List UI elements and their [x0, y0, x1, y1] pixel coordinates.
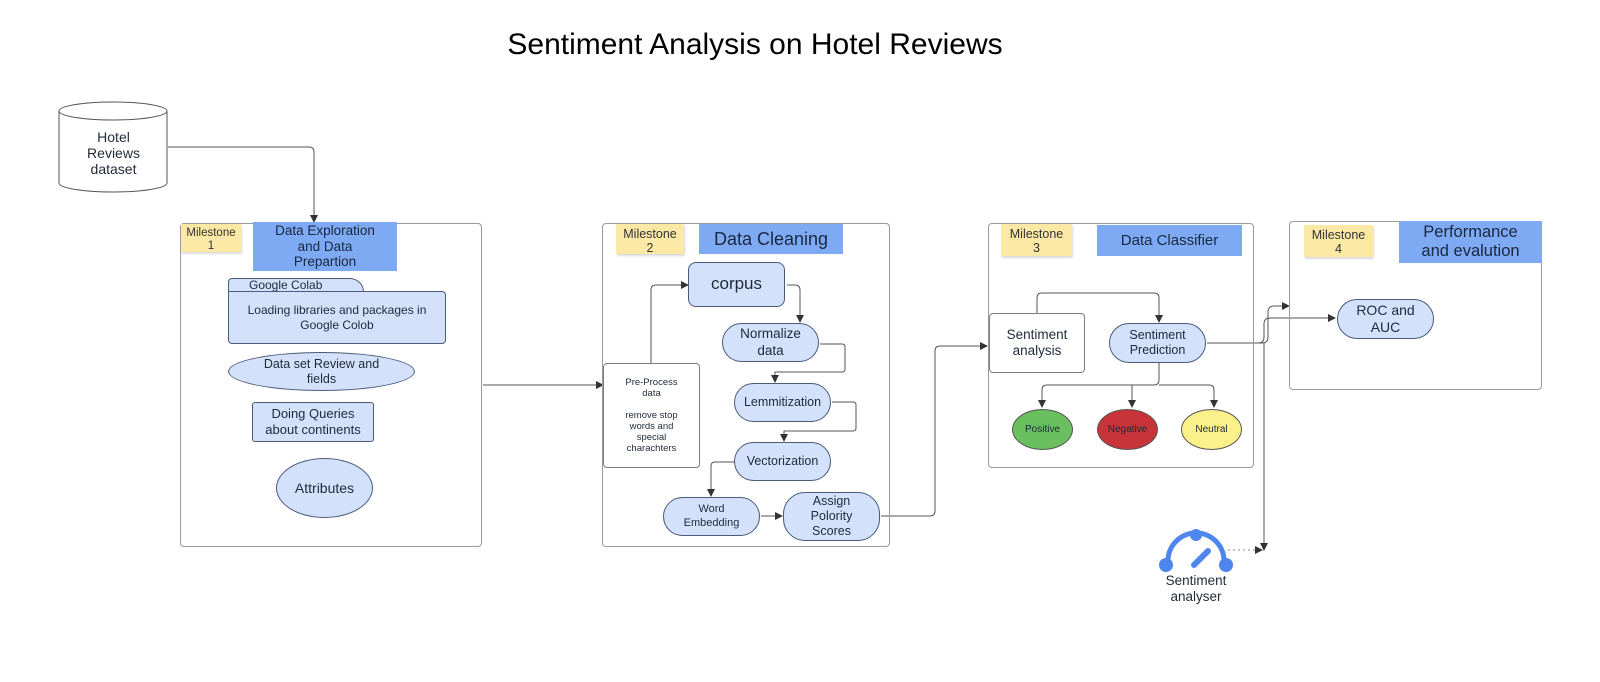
- connector-corpus-to-normalize: [787, 284, 804, 323]
- node-line: Polority: [810, 509, 853, 523]
- sentiment-analysis-node: Sentiment analysis: [989, 313, 1085, 373]
- node-line: special: [636, 432, 667, 443]
- node-line: Assign: [812, 494, 851, 508]
- cylinder-shape: [58, 101, 168, 193]
- node-line: charachters: [626, 443, 677, 454]
- milestone2-badge: Milestone 2: [616, 224, 684, 255]
- milestone3-badge: Milestone 3: [1001, 224, 1072, 256]
- milestone1-badge: Milestone 1: [181, 224, 241, 252]
- node-line: analysis: [1012, 343, 1062, 358]
- node-line: Embedding: [683, 516, 740, 529]
- lemmitization-node: Lemmitization: [734, 383, 831, 422]
- folder-line: Loading libraries and packages in: [247, 303, 427, 318]
- badge-line: Milestone: [1009, 227, 1064, 241]
- milestone3-panel: [988, 223, 1254, 468]
- node-line: fields: [306, 371, 337, 386]
- node-line: data: [642, 388, 661, 399]
- node-line: Sentiment: [1129, 328, 1186, 342]
- neutral-node: Neutral: [1181, 409, 1242, 450]
- node-line: data: [757, 342, 784, 358]
- badge-line: 2: [646, 241, 654, 255]
- node-line: Normalize: [740, 326, 801, 342]
- negative-node: Negative: [1097, 409, 1158, 450]
- node-line: about continents: [265, 422, 361, 437]
- dataset-line: dataset: [90, 161, 137, 177]
- vectorization-node: Vectorization: [734, 442, 831, 481]
- node-line: Word: [698, 503, 725, 516]
- queries-node: Doing Queries about continents: [252, 402, 374, 442]
- dataset-line: Hotel: [97, 129, 130, 145]
- milestone4-badge: Milestone 4: [1304, 225, 1373, 257]
- connector-vectorization-to-embedding: [707, 461, 736, 497]
- header-line: Data Exploration: [275, 223, 375, 239]
- connector-scores-to-milestone3: [881, 342, 988, 517]
- node-line: remove stop: [625, 410, 678, 421]
- node-line: Sentiment: [1006, 327, 1068, 342]
- analyser-line: Sentiment: [1165, 573, 1227, 588]
- connector-prediction-to-neutral: [1159, 384, 1218, 408]
- connector-analysis-to-prediction: [1036, 292, 1163, 323]
- folder-line: Google Colob: [300, 317, 374, 332]
- node-line: Data set Review and: [263, 356, 380, 371]
- header-line: Performance: [1423, 223, 1518, 242]
- dataset-line: Reviews: [87, 145, 140, 161]
- word-embedding-node: Word Embedding: [663, 497, 760, 536]
- analyser-label: Sentiment analyser: [1141, 573, 1251, 605]
- google-colab-folder-tab: Google Colab: [228, 278, 364, 292]
- node-line: Doing Queries: [271, 406, 355, 422]
- connector-prediction-to-negative: [1128, 384, 1154, 408]
- connector-prediction-to-milestone4: [1207, 302, 1290, 344]
- dataset-label: Hotel Reviews dataset: [58, 129, 169, 177]
- node-line: Pre-Process: [625, 377, 678, 388]
- milestone2-panel: [602, 223, 890, 547]
- attributes-node: Attributes: [276, 458, 373, 518]
- normalize-node: Normalize data: [722, 323, 819, 362]
- node-line: words and: [629, 421, 674, 432]
- header-line: and evalution: [1421, 242, 1520, 260]
- milestone1-header: Data Exploration and Data Prepartion: [253, 222, 397, 271]
- connector-lemmitization-to-vectorization: [780, 401, 857, 442]
- analyser-line: analyser: [1170, 589, 1222, 604]
- badge-line: Milestone: [1311, 228, 1366, 242]
- corpus-node: corpus: [688, 262, 785, 307]
- node-line: ROC and: [1356, 302, 1415, 319]
- dataset-cylinder: Hotel Reviews dataset: [58, 101, 169, 193]
- google-colab-folder: Loading libraries and packages in Google…: [228, 291, 446, 344]
- connector-normalize-to-lemmitization: [771, 343, 846, 383]
- node-line: Scores: [812, 524, 851, 538]
- badge-line: 4: [1335, 242, 1342, 256]
- preprocess-node: Pre-Process data remove stop words and s…: [603, 363, 700, 468]
- gauge-icon: [1158, 527, 1234, 573]
- connector-preprocess-to-corpus: [650, 281, 689, 363]
- dataset-review-node: Data set Review and fields: [228, 352, 415, 391]
- header-line: and Data: [297, 238, 353, 254]
- assign-scores-node: Assign Polority Scores: [783, 492, 880, 541]
- badge-line: 1: [207, 240, 215, 252]
- positive-node: Positive: [1012, 409, 1073, 450]
- sentiment-prediction-node: Sentiment Prediction: [1109, 323, 1206, 363]
- badge-line: 3: [1033, 241, 1040, 255]
- node-line: AUC: [1370, 319, 1401, 335]
- node-line: Prediction: [1129, 343, 1186, 357]
- connector-dataset-to-milestone1: [168, 146, 318, 223]
- connector-prediction-to-roc: [1207, 314, 1336, 344]
- roc-auc-node: ROC and AUC: [1337, 299, 1434, 339]
- header-line: Prepartion: [293, 254, 357, 270]
- diagram-title: Sentiment Analysis on Hotel Reviews: [507, 28, 1003, 61]
- milestone2-header: Data Cleaning: [699, 224, 843, 254]
- badge-line: Milestone: [186, 227, 236, 239]
- badge-line: Milestone: [623, 227, 677, 241]
- milestone3-header: Data Classifier: [1097, 225, 1242, 256]
- connector-prediction-to-classes: [1038, 363, 1160, 408]
- milestone4-header: Performance and evalution: [1399, 221, 1542, 263]
